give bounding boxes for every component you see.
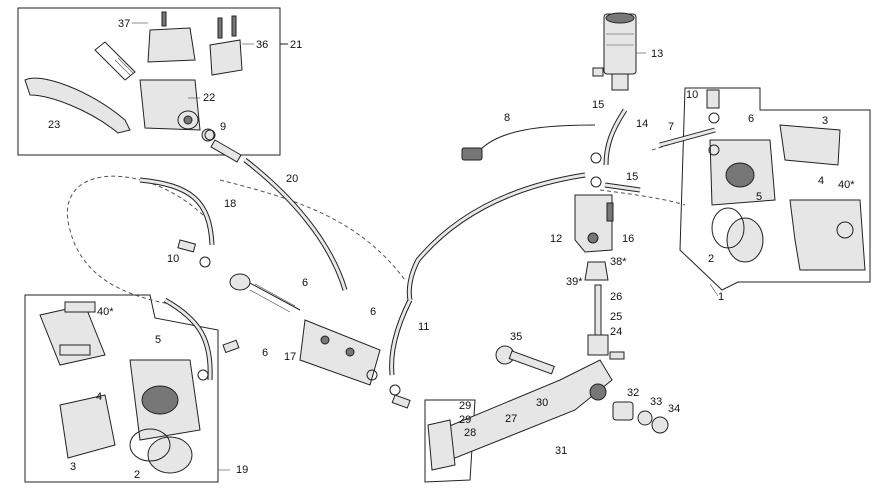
reservoir-cap-37: [147, 11, 196, 63]
hose-11: [389, 298, 413, 376]
hose-7: [659, 127, 716, 148]
front-caliper-body: [129, 359, 201, 441]
rear-piston-2: [711, 207, 764, 263]
label-14: 14: [636, 118, 648, 130]
label-5-front: 5: [155, 334, 161, 346]
label-15b: 15: [626, 171, 638, 183]
label-1: 1: [718, 291, 724, 303]
hose-14: [603, 108, 628, 166]
pushrod-26: [587, 284, 609, 356]
hose-18: [139, 177, 215, 381]
label-6-rear: 6: [748, 113, 754, 125]
label-10-rear: 10: [686, 89, 698, 101]
label-3-rear: 3: [822, 115, 828, 127]
rear-caliper-frame: [679, 87, 871, 291]
distributor-17: [229, 273, 381, 386]
pedal-bolt-35: [495, 345, 555, 375]
label-6b: 6: [370, 306, 376, 318]
label-29a: 29: [459, 400, 471, 412]
master-cylinder-22: [139, 79, 201, 131]
label-5-rear: 5: [756, 191, 762, 203]
rear-caliper-body: [709, 139, 776, 206]
label-21: 21: [290, 39, 302, 51]
front-master-cylinder-frame: [17, 7, 288, 156]
label-23: 23: [48, 119, 60, 131]
brake-pedal-frame: [424, 399, 476, 483]
banjo-bolt-front: [201, 128, 242, 163]
label-37: 37: [118, 18, 130, 30]
routing-dashed-lines: [67, 134, 701, 306]
label-38: 38*: [610, 256, 627, 268]
label-8: 8: [504, 112, 510, 124]
label-7: 7: [668, 121, 674, 133]
label-2-front: 2: [134, 469, 140, 481]
label-2-rear: 2: [708, 253, 714, 265]
label-11: 11: [418, 321, 429, 333]
label-30: 30: [536, 397, 548, 409]
label-26: 26: [610, 291, 622, 303]
label-4-rear: 4: [818, 175, 824, 187]
label-31: 31: [555, 445, 567, 457]
label-9-front: 9: [220, 121, 226, 133]
pedal-lever-28: [427, 419, 456, 471]
bolts: [177, 67, 720, 409]
label-22: 22: [203, 92, 215, 104]
label-6c: 6: [262, 347, 268, 359]
label-15a: 15: [592, 99, 604, 111]
part-labels: 37 36 21 22 23 9 20 18 10 6 6 6 11 17 8 …: [48, 18, 855, 481]
label-32: 32: [627, 387, 639, 399]
label-40-front: 40*: [97, 306, 114, 318]
rear-caliper-bracket: [789, 199, 866, 271]
label-24: 24: [610, 326, 622, 338]
rear-reservoir-13: [603, 12, 637, 91]
label-16: 16: [622, 233, 634, 245]
label-40-rear: 40*: [838, 179, 855, 191]
label-29b: 29: [459, 414, 471, 426]
label-25: 25: [610, 311, 622, 323]
label-39: 39*: [566, 276, 583, 288]
bushing-32: [612, 401, 634, 421]
washer-33: [637, 410, 653, 426]
label-33: 33: [650, 396, 662, 408]
label-12: 12: [550, 233, 562, 245]
front-caliper-frame: [24, 294, 219, 483]
long-brake-line: [406, 172, 641, 301]
front-piston-2: [129, 428, 193, 474]
label-4-front: 4: [96, 391, 102, 403]
front-pads-3: [59, 394, 116, 459]
boot-38: [584, 261, 609, 281]
leader-lines: [132, 22, 719, 471]
label-10: 10: [167, 253, 179, 265]
brake-lever-23: [24, 77, 131, 134]
hose-20: [243, 158, 348, 291]
label-27: 27: [505, 413, 517, 425]
label-3-front: 3: [70, 461, 76, 473]
nut-34: [651, 416, 669, 434]
rear-pads-3: [779, 124, 841, 166]
clamp-36: [209, 15, 243, 76]
sensor-cable-8: [461, 124, 596, 161]
label-36: 36: [256, 39, 268, 51]
label-35: 35: [510, 331, 522, 343]
rear-master-cylinder-16: [574, 194, 614, 253]
label-34: 34: [668, 403, 680, 415]
label-20: 20: [286, 173, 298, 185]
label-28: 28: [464, 427, 476, 439]
label-18: 18: [224, 198, 236, 210]
label-13: 13: [651, 48, 663, 60]
label-17: 17: [284, 351, 296, 363]
label-6a: 6: [302, 277, 308, 289]
label-19: 19: [236, 464, 248, 476]
lever-spring-parts: [94, 41, 136, 81]
front-caliper-bracket: [39, 301, 106, 366]
